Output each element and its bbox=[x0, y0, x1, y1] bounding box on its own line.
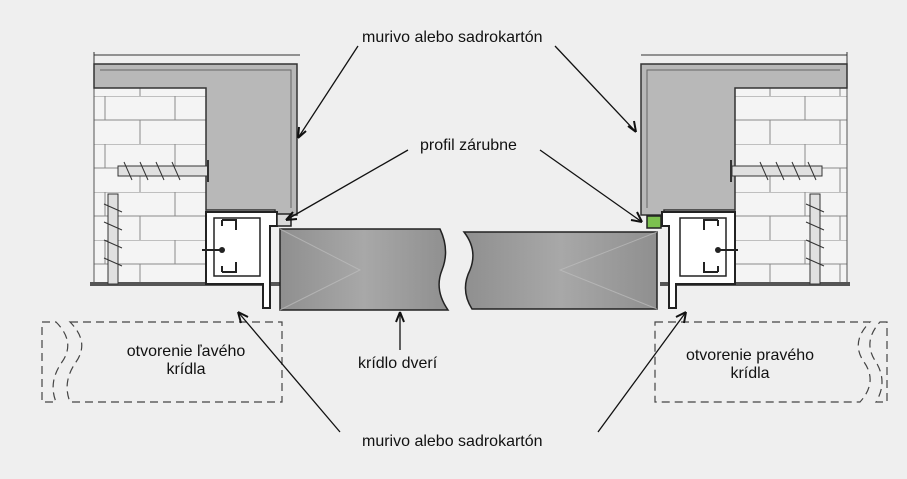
leader-wall-bottom-right bbox=[597, 311, 687, 433]
leader-profile-right bbox=[539, 149, 643, 223]
right-plasterboard bbox=[640, 63, 848, 216]
left-wall-assembly bbox=[41, 52, 300, 403]
label-right-opening-line1: otvorenie pravého bbox=[685, 347, 815, 364]
arrow-profile-right bbox=[630, 211, 643, 223]
left-profile-clip-bottom bbox=[221, 262, 237, 273]
leader-profile-left bbox=[285, 149, 409, 221]
arrow-wall-bottom-left bbox=[237, 311, 249, 324]
label-door-leaf: krídlo dverí bbox=[358, 355, 438, 372]
leader-lines bbox=[237, 45, 687, 433]
right-profile-inner bbox=[679, 217, 727, 277]
left-profile-inner bbox=[213, 217, 261, 277]
arrow-wall-top-left bbox=[297, 126, 307, 139]
door-leaf bbox=[279, 228, 658, 311]
arrow-wall-top-right bbox=[627, 120, 637, 133]
left-anchor-horizontal bbox=[117, 160, 209, 182]
left-screw bbox=[202, 247, 225, 253]
label-left-opening-line1: otvorenie ľavého bbox=[126, 343, 246, 360]
right-wall-inner-line bbox=[646, 69, 840, 208]
label-left-opening: otvorenie ľavého krídla bbox=[96, 343, 276, 379]
label-frame-profile: profil zárubne bbox=[420, 137, 517, 154]
arrow-profile-left bbox=[285, 211, 298, 221]
right-screw bbox=[715, 247, 738, 253]
right-seal bbox=[646, 215, 662, 229]
right-brick-wall bbox=[734, 87, 848, 285]
left-plasterboard bbox=[93, 63, 298, 216]
right-door-opening-outline bbox=[654, 321, 888, 403]
right-profile-clip-bottom bbox=[703, 262, 719, 273]
right-profile-clip-top bbox=[703, 219, 719, 230]
leader-wall-top-right bbox=[554, 45, 637, 133]
left-door-opening-outline bbox=[41, 321, 283, 403]
left-anchor-vertical bbox=[103, 193, 123, 285]
door-leaf-shading bbox=[279, 228, 658, 311]
right-frame-profile bbox=[661, 211, 736, 309]
label-right-opening: otvorenie pravého krídla bbox=[660, 347, 840, 383]
arrow-wall-bottom-right bbox=[675, 311, 687, 324]
left-baseboard bbox=[90, 282, 280, 286]
left-frame-profile bbox=[205, 211, 278, 309]
right-anchor-horizontal bbox=[730, 160, 823, 182]
right-anchor-vertical bbox=[805, 193, 825, 285]
right-wall-assembly bbox=[640, 52, 888, 403]
arrow-door-leaf bbox=[395, 311, 405, 323]
label-wall-bottom: murivo alebo sadrokartón bbox=[362, 433, 543, 450]
leader-wall-top-left bbox=[297, 45, 359, 139]
left-profile-clip-top bbox=[221, 219, 237, 230]
label-left-opening-line2: krídla bbox=[166, 361, 206, 378]
right-baseboard bbox=[660, 282, 850, 286]
leader-wall-bottom-left bbox=[237, 311, 341, 433]
door-leaf-left-part bbox=[279, 228, 450, 311]
left-wall-inner-line bbox=[100, 69, 292, 208]
label-right-opening-line2: krídla bbox=[730, 365, 770, 382]
label-wall-top: murivo alebo sadrokartón bbox=[362, 29, 543, 46]
